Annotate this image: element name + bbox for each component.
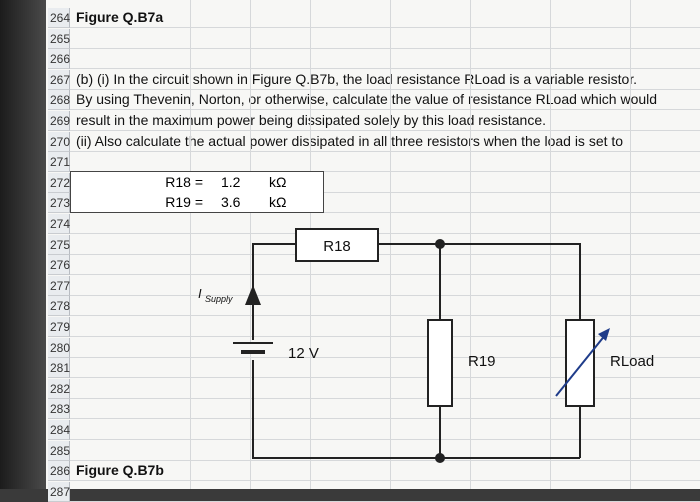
sheet-row[interactable] bbox=[70, 152, 700, 173]
row-number[interactable]: 268 bbox=[48, 90, 70, 111]
sheet-row[interactable] bbox=[70, 70, 700, 90]
sheet-row[interactable] bbox=[70, 29, 700, 49]
row-number[interactable]: 273 bbox=[48, 193, 70, 214]
cell-text[interactable]: result in the maximum power being dissip… bbox=[76, 112, 547, 128]
rload-arrow-head-icon bbox=[598, 328, 610, 341]
column-gridline bbox=[630, 0, 631, 489]
wire-top-right bbox=[378, 243, 581, 320]
row-number[interactable]: 265 bbox=[48, 28, 70, 49]
r18-resistor-label: R18 bbox=[323, 238, 351, 255]
cell-text[interactable]: Figure Q.B7b bbox=[76, 462, 164, 479]
row-number[interactable]: 287 bbox=[48, 481, 70, 502]
row-number[interactable]: 281 bbox=[48, 358, 70, 379]
sheet-row[interactable] bbox=[70, 255, 700, 276]
sheet-row[interactable] bbox=[70, 338, 700, 358]
row-number[interactable]: 283 bbox=[48, 399, 70, 420]
r18-value-cell[interactable]: 1.2 bbox=[221, 174, 241, 190]
sheet-row[interactable] bbox=[70, 235, 700, 255]
sheet-row[interactable] bbox=[70, 276, 700, 296]
r19-resistor-label: R19 bbox=[468, 353, 496, 370]
sheet-row[interactable] bbox=[70, 49, 700, 70]
r19-label-cell[interactable]: R19 = bbox=[165, 194, 203, 210]
sheet-row[interactable] bbox=[70, 317, 700, 337]
rload-variable-arrow bbox=[555, 333, 607, 397]
r18-resistor bbox=[295, 228, 379, 262]
r18-label-cell[interactable]: R18 = bbox=[165, 174, 203, 190]
wire-bottom bbox=[252, 360, 580, 459]
wire-top-left bbox=[252, 243, 296, 248]
current-symbol: I bbox=[198, 286, 202, 301]
sheet-row[interactable] bbox=[70, 173, 700, 193]
resistor-values-table: R18 = 1.2 kΩ R19 = 3.6 kΩ bbox=[70, 171, 324, 213]
circuit-diagram: R18 R19 RLoad 12 V I Supply bbox=[198, 228, 654, 463]
junction-top bbox=[435, 239, 445, 249]
source-voltage-label: 12 V bbox=[288, 345, 319, 362]
sheet-row[interactable] bbox=[70, 420, 700, 440]
row-number[interactable]: 269 bbox=[48, 111, 70, 131]
sheet-row[interactable] bbox=[70, 379, 700, 399]
sheet-row[interactable] bbox=[70, 441, 700, 461]
r18-unit-cell[interactable]: kΩ bbox=[269, 174, 287, 190]
row-number[interactable]: 284 bbox=[48, 420, 70, 440]
current-subscript: Supply bbox=[205, 294, 233, 304]
column-gridline bbox=[250, 0, 251, 489]
junction-bottom bbox=[435, 453, 445, 463]
sheet-row[interactable] bbox=[70, 461, 700, 482]
battery-gap bbox=[240, 344, 266, 350]
sheet-row[interactable] bbox=[70, 132, 700, 152]
r19-unit-cell[interactable]: kΩ bbox=[269, 194, 287, 210]
row-number[interactable]: 274 bbox=[48, 214, 70, 234]
sheet-row[interactable] bbox=[70, 296, 700, 317]
sheet-row[interactable] bbox=[70, 214, 700, 234]
sheet-row[interactable] bbox=[70, 90, 700, 111]
column-gridline bbox=[190, 0, 191, 489]
cell-text[interactable]: (ii) Also calculate the actual power dis… bbox=[76, 132, 624, 149]
row-number[interactable]: 276 bbox=[48, 255, 70, 276]
row-number[interactable]: 267 bbox=[48, 69, 70, 90]
row-number[interactable]: 264 bbox=[48, 8, 70, 28]
row-number[interactable]: 278 bbox=[48, 296, 70, 317]
screen-edge bbox=[0, 0, 46, 489]
sheet-row[interactable] bbox=[70, 399, 700, 420]
row-number[interactable]: 270 bbox=[48, 131, 70, 152]
row-number[interactable]: 266 bbox=[48, 49, 70, 70]
sheet-row[interactable] bbox=[70, 482, 700, 502]
cell-text[interactable]: Figure Q.B7a bbox=[76, 9, 164, 25]
row-number[interactable]: 280 bbox=[48, 337, 70, 358]
row-number[interactable]: 271 bbox=[48, 152, 70, 173]
row-number[interactable]: 279 bbox=[48, 317, 70, 337]
sheet-row[interactable] bbox=[70, 8, 700, 28]
r19-value-cell[interactable]: 3.6 bbox=[221, 194, 241, 210]
row-number[interactable]: 275 bbox=[48, 234, 70, 255]
cell-text[interactable]: (b) (i) In the circuit shown in Figure Q… bbox=[76, 70, 638, 87]
sheet-row[interactable] bbox=[70, 193, 700, 214]
rload-resistor bbox=[565, 319, 595, 407]
row-number[interactable]: 285 bbox=[48, 440, 70, 461]
rload-resistor-label: RLoad bbox=[610, 353, 654, 370]
cell-text[interactable]: By using Thevenin, Norton, or otherwise,… bbox=[76, 91, 658, 108]
row-number[interactable]: 282 bbox=[48, 378, 70, 399]
row-number[interactable]: 286 bbox=[48, 461, 70, 482]
row-number[interactable]: 272 bbox=[48, 172, 70, 193]
sheet-row[interactable] bbox=[70, 358, 700, 379]
row-number[interactable]: 277 bbox=[48, 275, 70, 296]
r19-resistor bbox=[427, 319, 453, 407]
sheet-row[interactable] bbox=[70, 111, 700, 131]
current-arrow-icon bbox=[245, 285, 261, 305]
